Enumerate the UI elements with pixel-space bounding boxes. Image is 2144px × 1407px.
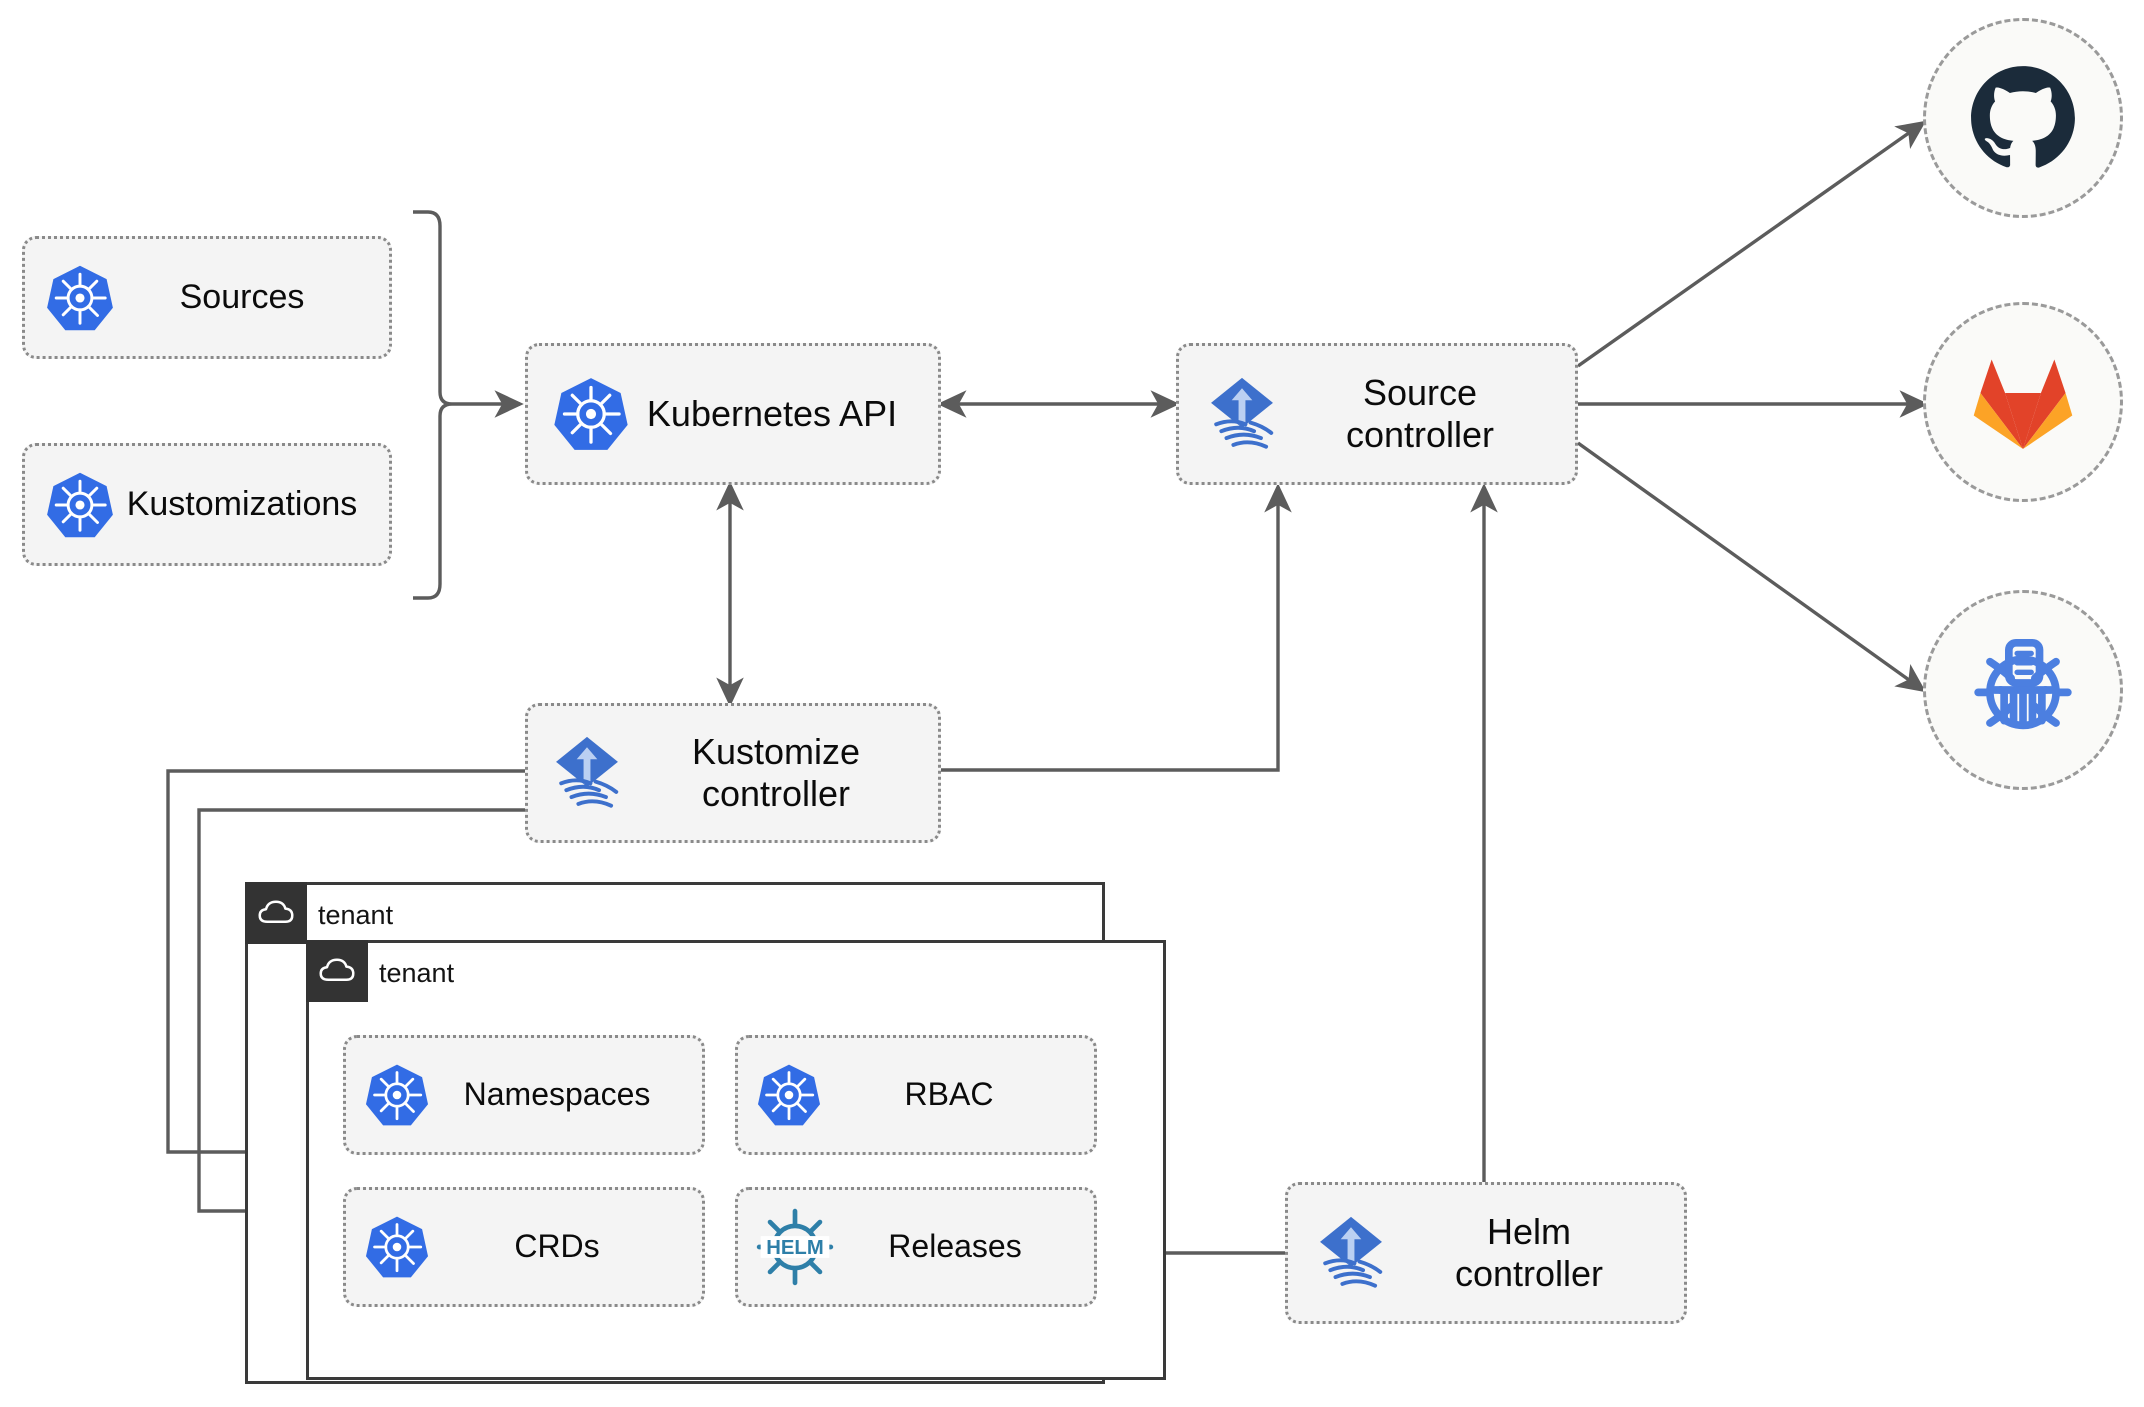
card-label: Kustomizations [126,485,358,524]
helm-repository-icon [1974,638,2072,730]
card-crds[interactable]: CRDs [343,1187,705,1307]
card-kustomizations[interactable]: Kustomizations [22,443,392,566]
wire-source-to-helm-repository [1577,441,1927,693]
card-releases[interactable]: HELM Releases [735,1187,1097,1307]
card-namespaces[interactable]: Namespaces [343,1035,705,1155]
tenant-label-back: tenant [318,900,394,930]
helm-icon: HELM [756,1208,834,1286]
github-icon [1971,66,2075,168]
card-rbac[interactable]: RBAC [735,1035,1097,1155]
kubernetes-icon [364,1214,430,1280]
kubernetes-icon [45,263,115,333]
kubernetes-icon [756,1062,822,1128]
card-label: Kubernetes API [646,392,898,434]
card-label: Namespaces [463,1076,651,1113]
cloud-icon [258,900,294,923]
card-label: RBAC [904,1076,994,1113]
card-label: Helm controller [1454,1210,1604,1294]
endpoint-gitlab[interactable] [1923,302,2123,502]
kubernetes-icon [552,375,630,453]
svg-text:HELM: HELM [766,1237,823,1259]
card-label: Kustomize controller [691,730,861,814]
inputs-bracket [413,210,453,600]
flux-icon [1308,1210,1394,1296]
card-label: Releases [888,1228,1022,1265]
tenant-header-front [306,940,368,1002]
tenant-header-back [245,882,307,944]
card-helm-controller[interactable]: Helm controller [1285,1182,1687,1324]
card-label: CRDs [514,1228,600,1265]
tenant-container-front[interactable] [306,940,1166,1380]
kubernetes-icon [364,1062,430,1128]
kubernetes-icon [45,470,115,540]
card-kustomize-controller[interactable]: Kustomize controller [525,703,941,843]
tenant-label-front: tenant [379,958,455,988]
wire-kustomize-to-source [941,483,1292,772]
endpoint-helm-repository[interactable] [1923,590,2123,790]
flux-icon [1199,371,1285,457]
gitlab-icon [1973,359,2073,450]
card-label: Source controller [1345,371,1495,455]
card-source-controller[interactable]: Source controller [1176,343,1578,485]
card-kubernetes-api[interactable]: Kubernetes API [525,343,941,485]
cloud-icon [319,958,355,981]
flux-icon [544,730,630,816]
endpoint-github[interactable] [1923,18,2123,218]
card-label: Sources [179,278,305,317]
wire-source-to-github [1577,120,1927,368]
card-sources[interactable]: Sources [22,236,392,359]
